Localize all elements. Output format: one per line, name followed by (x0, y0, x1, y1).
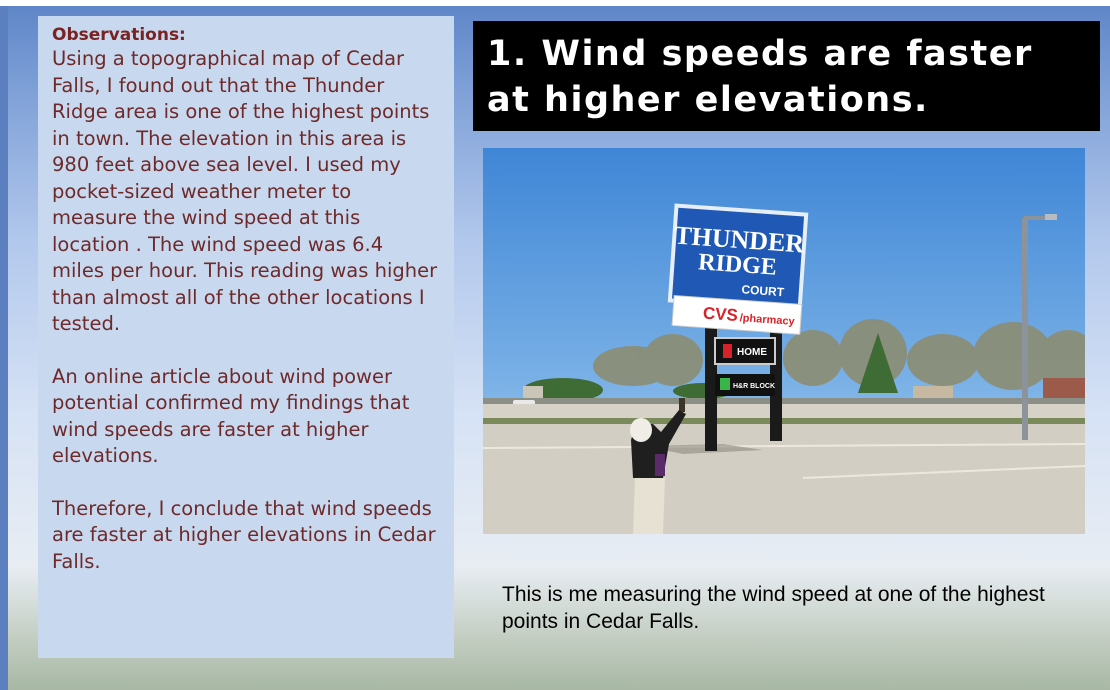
thunder-ridge-photo: THUNDER RIDGE COURT CVS /pharmacy HOME H… (483, 148, 1085, 534)
slide-left-border (0, 6, 8, 690)
observations-panel: Observations: Using a topographical map … (38, 16, 454, 658)
slide-title: 1. Wind speeds are faster at higher elev… (473, 21, 1100, 131)
sign-court-text: COURT (741, 282, 785, 299)
observation-paragraph-1: Using a topographical map of Cedar Falls… (52, 47, 438, 335)
observations-heading: Observations: (52, 25, 186, 45)
cvs-suffix-text: /pharmacy (739, 312, 796, 328)
cvs-brand-text: CVS (702, 304, 738, 325)
home-sign-text: HOME (737, 347, 767, 358)
hrblock-sign-text: H&R BLOCK (733, 383, 775, 390)
observation-paragraph-3: Therefore, I conclude that wind speeds a… (52, 496, 436, 573)
person-measuring-figure (630, 398, 686, 534)
sign-ridge-text: RIDGE (697, 249, 777, 280)
photo-caption: This is me measuring the wind speed at o… (502, 583, 1045, 633)
observation-paragraph-2: An online article about wind power poten… (52, 364, 410, 468)
